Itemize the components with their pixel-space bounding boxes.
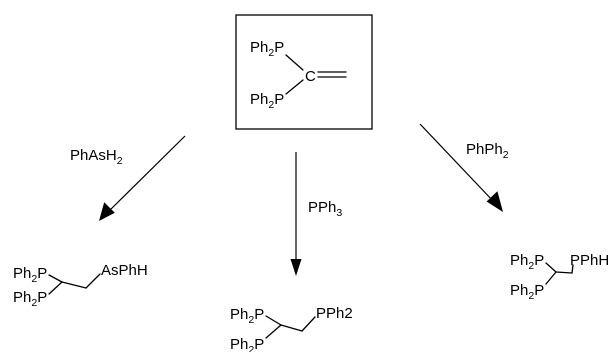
bond-lower-p-to-c xyxy=(285,79,304,95)
arrow-middle-reagent: PPh3 xyxy=(308,199,342,219)
arrow-left-head xyxy=(99,202,115,221)
arrow-middle: PPh3 xyxy=(290,152,342,276)
arrow-right-shaft xyxy=(419,123,495,203)
product-middle-terminal-group: PPh2 xyxy=(316,305,353,322)
product-right-bond-upper-p xyxy=(545,262,557,273)
starting-material-lower-group: Ph2P xyxy=(250,91,284,111)
product-right-terminal-group: PPhH xyxy=(570,252,609,269)
product-left-upper-group: Ph2P xyxy=(13,265,47,285)
product-middle: Ph2P Ph2P PPh2 xyxy=(230,305,353,352)
product-right-upper-group: Ph2P xyxy=(510,252,544,272)
starting-material-box xyxy=(235,14,373,130)
product-right: Ph2P Ph2P PPhH xyxy=(510,252,609,302)
product-left-bond-upper-p xyxy=(48,274,63,283)
product-middle-upper-group: Ph2P xyxy=(230,306,264,326)
product-middle-bond-lower-p xyxy=(265,324,282,339)
product-left-bond-lower-p xyxy=(48,281,63,295)
product-middle-bond-ch2-terminal xyxy=(301,316,316,332)
starting-material: Ph2P Ph2P C xyxy=(235,14,373,130)
product-right-bond-ch2-terminal xyxy=(571,264,574,274)
arrow-left: PhAsH2 xyxy=(70,135,186,221)
starting-material-central-atom: C xyxy=(305,68,316,85)
product-right-lower-group: Ph2P xyxy=(510,282,544,302)
starting-material-upper-group: Ph2P xyxy=(250,39,284,59)
arrow-left-reagent: PhAsH2 xyxy=(70,147,123,167)
product-left: Ph2P Ph2P AsPhH xyxy=(13,262,148,309)
product-left-lower-group: Ph2P xyxy=(13,289,47,309)
product-middle-bond-upper-p xyxy=(265,315,282,326)
product-middle-bond-ch-ch2 xyxy=(280,324,303,332)
product-left-terminal-group: AsPhH xyxy=(101,262,148,279)
product-left-bond-ch2-terminal xyxy=(85,273,101,289)
product-right-bond-ch-ch2 xyxy=(555,271,573,274)
product-middle-lower-group: Ph2P xyxy=(230,336,264,352)
arrow-right: PhPh2 xyxy=(419,123,509,212)
arrow-left-shaft xyxy=(107,135,186,213)
product-right-bond-lower-p xyxy=(545,271,557,285)
bond-upper-p-to-c xyxy=(285,54,304,71)
product-left-bond-ch-ch2 xyxy=(61,281,87,289)
arrow-right-head xyxy=(486,191,503,212)
arrow-right-reagent: PhPh2 xyxy=(466,141,509,161)
arrow-middle-head xyxy=(290,259,302,276)
